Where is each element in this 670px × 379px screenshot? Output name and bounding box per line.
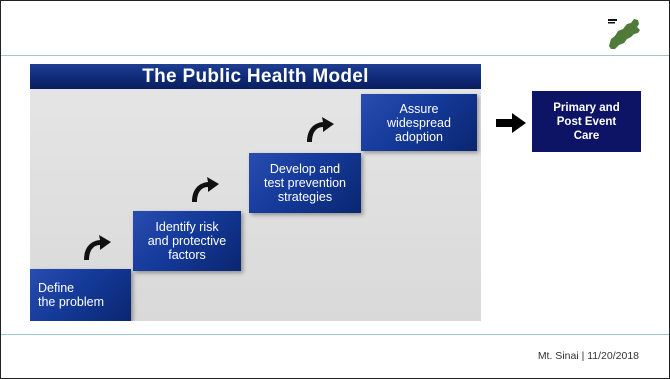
curved-arrow-icon — [307, 117, 334, 142]
curved-arrow-icon — [192, 177, 219, 202]
step-identify-risk: Identify risk and protective factors — [133, 211, 241, 271]
footer-divider — [1, 334, 669, 335]
step-develop-test: Develop and test prevention strategies — [249, 153, 361, 213]
diagram-title: The Public Health Model — [30, 64, 481, 89]
step-assure-adoption: Assure widespread adoption — [361, 94, 477, 151]
footer-text: Mt. Sinai | 11/20/2018 — [537, 350, 639, 362]
step-define-problem: Define the problem — [30, 269, 131, 321]
state-map-logo-icon — [608, 19, 640, 49]
right-arrow-icon — [496, 113, 526, 133]
curved-arrow-icon — [84, 235, 111, 260]
outcome-box: Primary and Post Event Care — [532, 91, 641, 152]
public-health-model-diagram: The Public Health Model Define the probl… — [30, 64, 481, 321]
header-divider — [1, 55, 669, 56]
